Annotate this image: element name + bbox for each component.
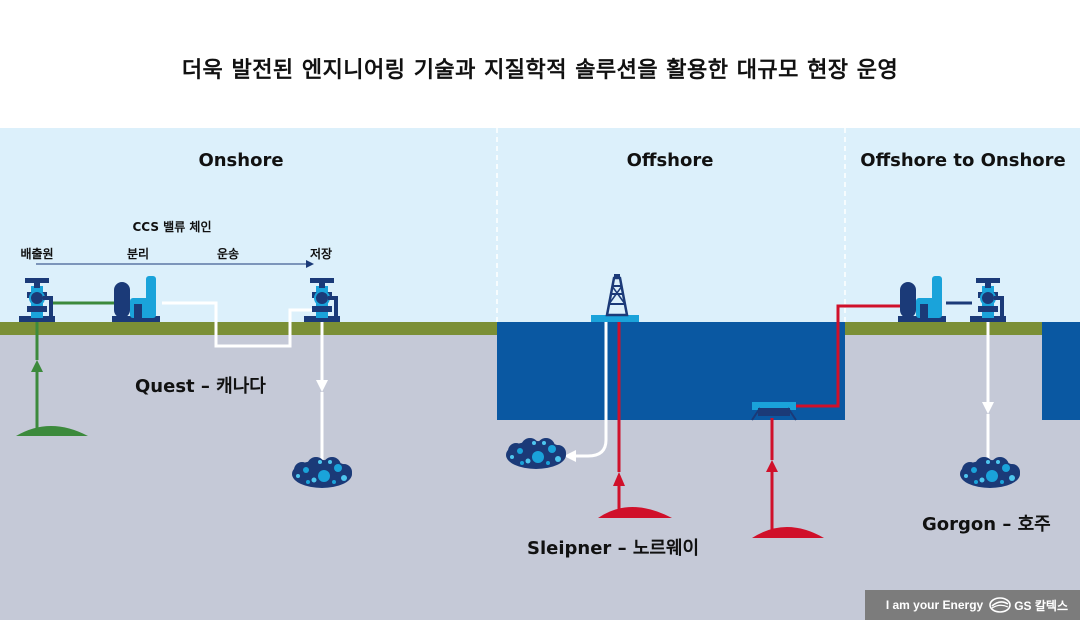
section-offshore-to-onshore: Offshore to Onshore: [860, 150, 1066, 171]
oil-rig-icon: [591, 274, 639, 322]
white-arrow-left: [564, 450, 576, 462]
red-reservoir-mound: [598, 507, 672, 518]
value-chain-title: CCS 밸류 체인: [132, 220, 212, 234]
sky-band: [0, 128, 1080, 322]
footer-tagline: I am your Energy: [885, 598, 984, 612]
site-label-quest: Quest – 캐나다: [135, 376, 266, 397]
page-title: 더욱 발전된 엔지니어링 기술과 지질학적 솔루션을 활용한 대규모 현장 운영: [181, 58, 899, 83]
value-chain-step-separation: 분리: [126, 247, 150, 261]
sea-right: [1042, 322, 1080, 420]
subsea-template-icon: [751, 402, 797, 421]
value-chain-step-transport: 운송: [216, 247, 240, 261]
white-reinjection-pipe: [574, 322, 608, 458]
value-chain-step-storage: 저장: [309, 247, 333, 261]
value-chain-arrowhead: [306, 260, 314, 268]
section-onshore: Onshore: [198, 150, 284, 171]
grass-gorgon: [845, 322, 1042, 335]
value-chain-step-source: 배출원: [20, 247, 54, 261]
site-label-sleipner: Sleipner – 노르웨이: [527, 538, 700, 559]
red-pipeline-to-shore: [790, 304, 904, 408]
red-arrow-up: [613, 472, 625, 486]
white-arrow-down-gorgon: [982, 402, 994, 414]
emission-source-mound: [16, 426, 88, 436]
grass-onshore: [0, 322, 497, 335]
red-reservoir-mound-gorgon: [752, 527, 824, 538]
section-offshore: Offshore: [626, 150, 714, 171]
site-label-gorgon: Gorgon – 호주: [922, 514, 1051, 535]
red-arrow-up-gorgon: [766, 460, 778, 472]
footer-brand-name: GS 칼텍스: [1014, 598, 1068, 613]
white-transport-pipe: [162, 301, 312, 348]
gs-logo: GS 칼텍스: [989, 597, 1068, 614]
white-arrow-down: [316, 380, 328, 392]
footer-brand-bar: I am your Energy GS 칼텍스: [865, 590, 1080, 620]
green-arrow-up: [31, 360, 43, 372]
gs-logo-icon: [989, 597, 1012, 613]
